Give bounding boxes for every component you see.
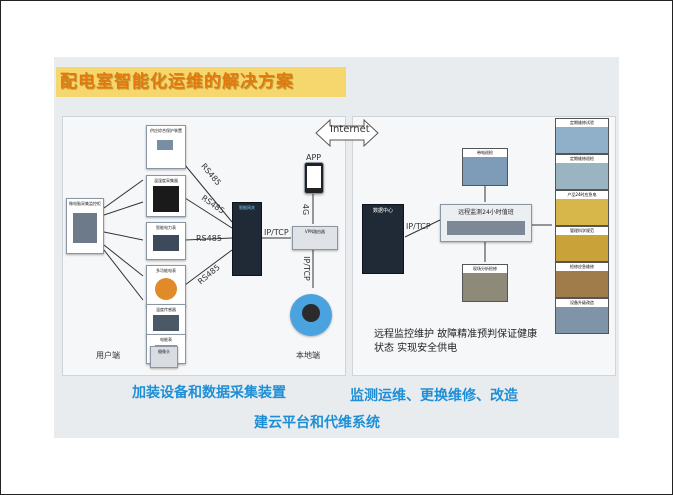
io-label: 4G [301,203,311,216]
data-center-label: 数据中心 [372,208,393,214]
multifunction-meter: 多功能电表 [146,265,186,307]
service-photo-1: 定期维修试验 [555,118,609,154]
service-photo-2: 定期维修巡检 [555,154,609,190]
humidity-collector-label: 温湿度采集器 [154,178,178,183]
temperature-sensor: 温度传感器 [146,304,186,336]
iptcp-label-datacenter: IP/TCP [406,222,431,231]
service-label-3: 产品24时应急电 [556,191,608,199]
data-center-rack: 数据中心 [362,204,404,274]
local-side-label: 本地端 [296,351,320,360]
live-inspection-photo: 带电巡检 [462,148,508,186]
service-label-4: 管理科学规范 [556,227,608,235]
smart-meter-label: 智能电力表 [156,225,176,230]
live-inspection-label: 带电巡检 [463,149,507,157]
smart-gateway-label: 智能网关 [239,205,255,210]
service-label-2: 定期维修巡检 [556,155,608,163]
monitoring-center-label: 远程监测24小时值班 [458,209,514,216]
multifunction-meter-label: 多功能电表 [156,268,176,273]
operations-description: 远程监控维护 故障精准预判保证健康状态 实现安全供电 [374,329,538,354]
service-photo-5: 检修应急维修 [555,262,609,298]
monitoring-center: 远程监测24小时值班 [440,204,532,242]
control-cabinet: 微电脑采集监控柜 [66,198,104,254]
protection-device-label: 供应综合保护装置 [150,128,182,133]
smart-meter: 智能电力表 [146,222,186,260]
service-label-6: 设备升级改造 [556,299,608,307]
local-operator-icon [290,294,332,336]
vpn-router-label: VPN路由器 [304,229,326,234]
onsite-repair-photo: 现场分析检修 [462,264,508,302]
smart-gateway: 智能网关 [232,202,262,276]
rs485-label-3: RS485 [196,234,222,243]
caption-right: 监测运维、更换维修、改造 [350,388,518,404]
service-label-5: 检修应急维修 [556,263,608,271]
protection-device: 供应综合保护装置 [146,125,186,169]
internet-label: Internet [330,124,370,135]
caption-left: 加装设备和数据采集装置 [132,385,286,401]
control-cabinet-label: 微电脑采集监控柜 [69,201,101,206]
slide-title: 配电室智能化运维的解决方案 [56,67,346,97]
camera: 摄像头 [150,346,178,368]
service-photo-4: 管理科学规范 [555,226,609,262]
iptcp-label-gateway: IP/TCP [264,228,289,237]
internet-arrow [315,118,379,148]
energy-meter-label: 电能表 [160,337,172,342]
humidity-collector: 温湿度采集器 [146,175,186,217]
caption-bottom: 建云平台和代维系统 [254,415,380,431]
onsite-repair-label: 现场分析检修 [463,265,507,273]
service-photo-3: 产品24时应急电 [555,190,609,226]
app-label: APP [306,153,322,162]
service-label-1: 定期维修试验 [556,119,608,127]
camera-label: 摄像头 [158,349,170,354]
vpn-router: VPN路由器 [292,226,338,250]
service-photo-6: 设备升级改造 [555,298,609,334]
phone-app [304,162,324,194]
iptcp-label-local: IP/TCP [301,256,311,281]
temperature-sensor-label: 温度传感器 [156,307,176,312]
user-side-label: 用户端 [96,351,120,360]
